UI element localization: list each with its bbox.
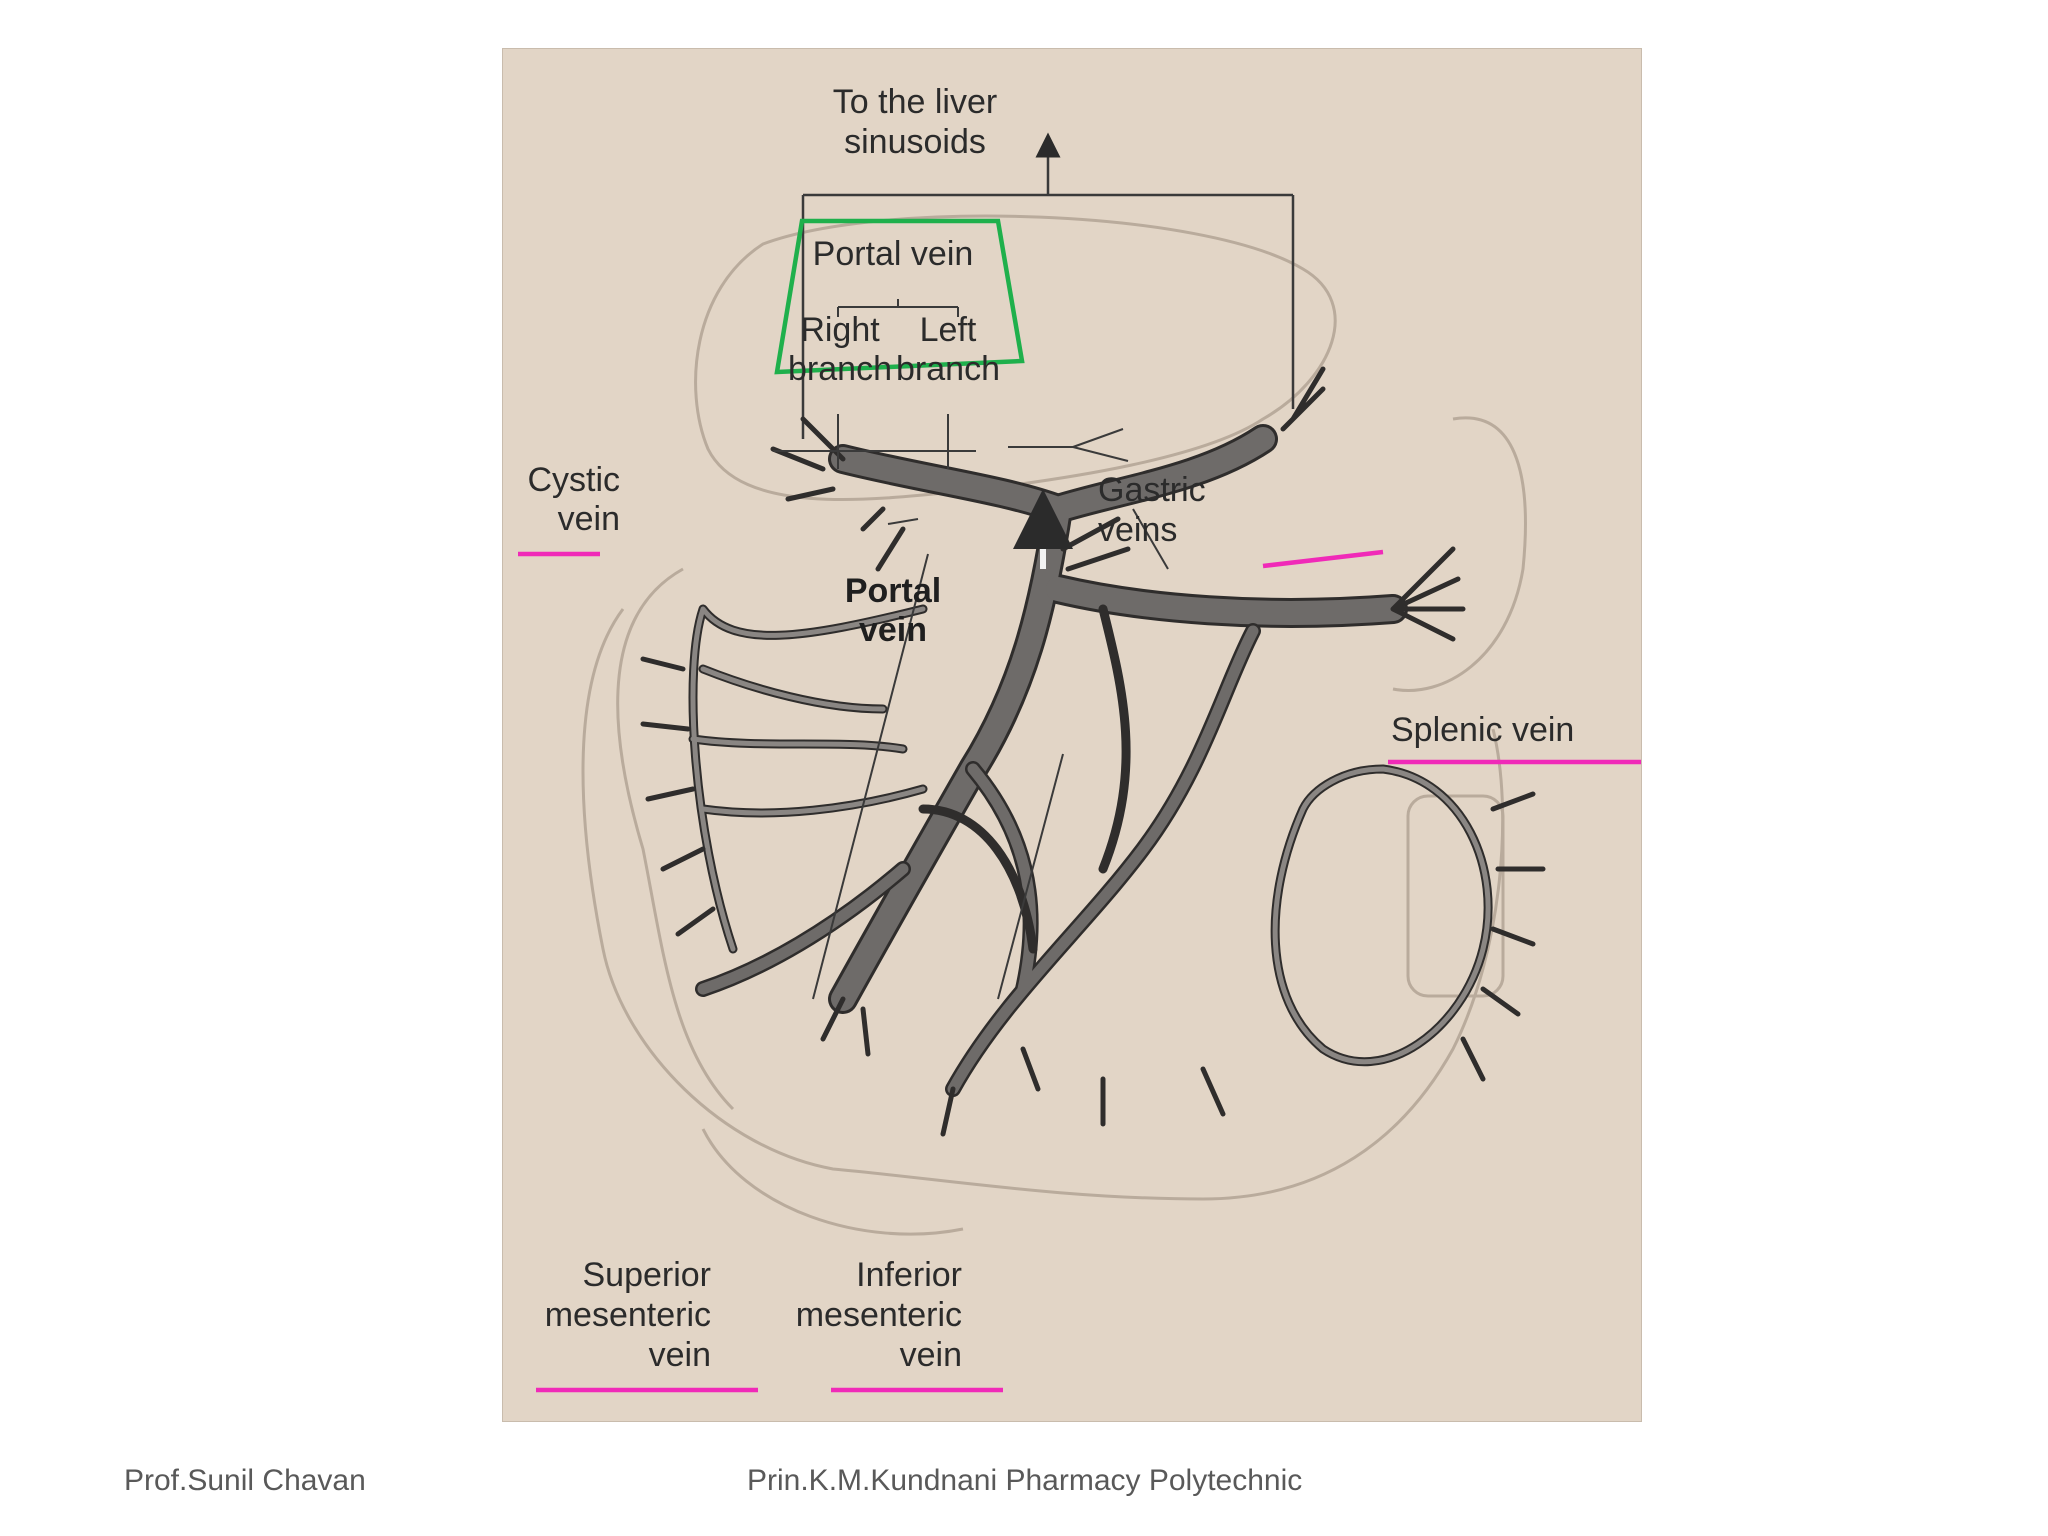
leader-lines — [773, 428, 1169, 1000]
mesenteric-arcades — [688, 604, 1493, 1066]
vein-network — [640, 366, 1546, 1137]
inferior-mesenteric-label-line2: mesenteric — [796, 1296, 962, 1334]
right-branch-label-line1: Right — [800, 311, 880, 349]
to-liver-label-line2: sinusoids — [844, 123, 986, 161]
splenic-vein — [1046, 577, 1405, 625]
inferior-mesenteric-label-line1: Inferior — [856, 1256, 962, 1294]
superior-mesenteric-label-line1: Superior — [582, 1256, 711, 1294]
portal-vein-top-label: Portal vein — [813, 235, 974, 273]
duodenum-outline — [616, 567, 735, 1111]
superior-mesenteric-label-line2: mesenteric — [545, 1296, 711, 1334]
footer-author: Prof.Sunil Chavan — [124, 1464, 366, 1497]
splenic-vein-label: Splenic vein — [1391, 711, 1574, 749]
gastric-veins-underline — [1262, 549, 1384, 569]
left-branch-label-line2: branch — [896, 350, 1000, 388]
left-branch-vessel — [1046, 427, 1275, 521]
superior-mesenteric-label-line3: vein — [649, 1336, 711, 1374]
right-branch-label-line2: branch — [788, 350, 892, 388]
stomach-outline — [1392, 416, 1527, 692]
inferior-mesenteric-vessel — [947, 625, 1259, 1095]
portal-vein-center-label-line1: Portal — [845, 572, 941, 610]
emphasis-underlines — [518, 549, 1641, 1393]
branch-bracket — [837, 299, 959, 469]
inferior-mesenteric-label-line3: vein — [900, 1336, 962, 1374]
gastric-veins-label-line1: Gastric — [1098, 471, 1206, 509]
cystic-vein-label-line2: vein — [558, 500, 620, 538]
descending-colon-outline — [1406, 794, 1505, 998]
left-branch-label-line1: Left — [920, 311, 977, 349]
cystic-vein-label-line1: Cystic — [527, 461, 620, 499]
sinusoid-bracket — [801, 132, 1295, 439]
footer-institution: Prin.K.M.Kundnani Pharmacy Polytechnic — [747, 1464, 1303, 1497]
small-intestine-outline — [701, 1128, 964, 1236]
gastric-veins-label-line2: veins — [1098, 511, 1177, 549]
venous-twigs — [640, 366, 1546, 1137]
hepatic-portal-diagram: To the liver sinusoids Portal vein Right… — [518, 83, 1641, 1393]
to-liver-label-line1: To the liver — [833, 83, 997, 121]
organ-outlines — [581, 214, 1527, 1236]
colon-outline — [581, 608, 1505, 1201]
portal-vein-center-label-line2: vein — [859, 611, 927, 649]
portal-branches-highlight-box — [774, 218, 1025, 375]
anatomy-figure: To the liver sinusoids Portal vein Right… — [502, 48, 1642, 1422]
